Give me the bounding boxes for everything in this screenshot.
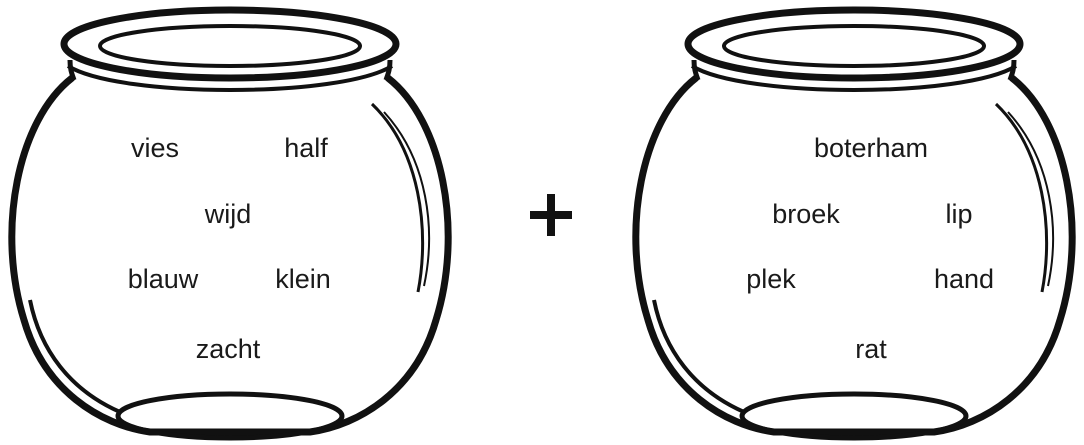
right-jar: boterham broek lip plek hand rat [624, 0, 1084, 445]
word-hand: hand [934, 266, 994, 293]
word-rat: rat [855, 336, 887, 363]
fishbowl-jar-icon [624, 0, 1084, 445]
word-boterham: boterham [814, 135, 928, 162]
left-jar: vies half wijd blauw klein zacht [0, 0, 460, 445]
word-lip: lip [945, 201, 972, 228]
word-blauw: blauw [128, 266, 199, 293]
word-klein: klein [275, 266, 331, 293]
word-plek: plek [746, 266, 796, 293]
plus-icon [528, 192, 574, 238]
word-vies: vies [131, 135, 179, 162]
word-broek: broek [772, 201, 840, 228]
word-zacht: zacht [196, 336, 261, 363]
word-half: half [284, 135, 328, 162]
word-wijd: wijd [205, 201, 252, 228]
